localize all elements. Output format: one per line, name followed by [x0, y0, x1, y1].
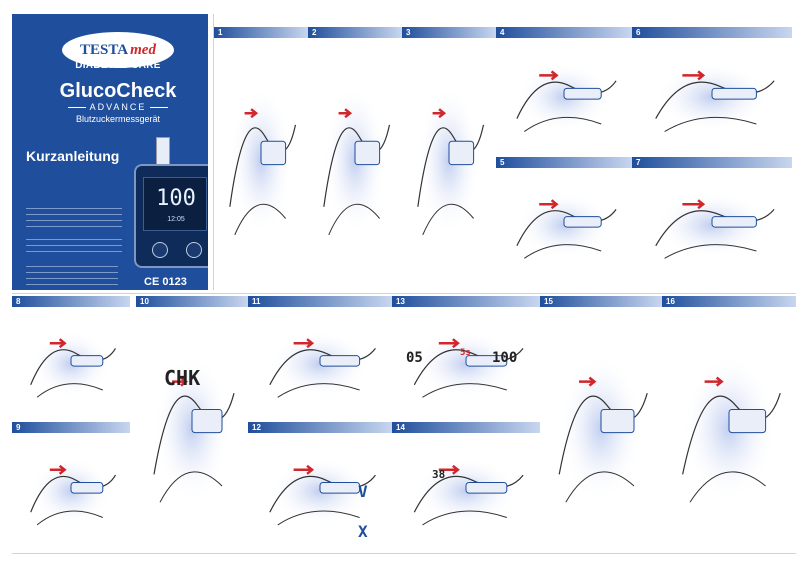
ce-mark: CE 0123: [144, 276, 187, 288]
step-number: 2: [308, 27, 402, 38]
step-illustration: [558, 353, 648, 503]
step-panel-14: 14 38: [392, 422, 540, 550]
brand-line: DIABETES CARE: [75, 60, 161, 71]
step-number: 1: [214, 27, 308, 38]
step-illustration: [30, 330, 117, 398]
step-number: 4: [496, 27, 632, 38]
step-number: 10: [136, 296, 248, 307]
manufacturer-text: [26, 208, 122, 230]
step-illustration: [269, 330, 376, 398]
step-panel-8: 8: [12, 296, 130, 422]
device-type: Blutzuckermessgerät: [75, 114, 161, 124]
step-illustration: [516, 62, 617, 132]
step-illustration: [417, 85, 485, 236]
step-number: 5: [496, 157, 632, 168]
step-number: 15: [540, 296, 662, 307]
step-illustration: [269, 457, 376, 526]
step-number: 13: [392, 296, 540, 307]
step-panel-15: 15: [540, 296, 662, 550]
step-illustration: [655, 62, 775, 132]
step-illustration: [655, 191, 775, 259]
meter-left-button: [152, 242, 168, 258]
chk-display: CHK: [164, 366, 201, 390]
step-illustration: [153, 353, 235, 503]
step-panel-9: 9: [12, 422, 130, 550]
step-panel-1: 1: [214, 27, 308, 283]
step-panel-16: 16: [662, 296, 796, 550]
step-illustration: [413, 457, 524, 526]
step-illustration: [30, 457, 117, 526]
cross-mark: X: [358, 522, 368, 541]
display-100: 100: [492, 350, 518, 366]
divider: [12, 293, 796, 294]
step-number: 6: [632, 27, 792, 38]
timer-display: 5s: [460, 348, 471, 358]
step-illustration: [229, 85, 297, 236]
step-illustration: [682, 353, 781, 503]
step-number: 12: [248, 422, 392, 433]
hotline-text: [26, 239, 122, 253]
divider: [213, 14, 214, 290]
check-mark: V: [358, 482, 368, 501]
step-panel-11: 11: [248, 296, 392, 422]
step-number: 3: [402, 27, 496, 38]
address-text: [26, 266, 118, 286]
step-panel-2: 2: [308, 27, 402, 283]
page-title: Kurzanleitung: [26, 148, 120, 164]
step-illustration: [413, 330, 524, 398]
step-number: 16: [662, 296, 796, 307]
step-panel-4: 4: [496, 27, 632, 157]
step-number: 7: [632, 157, 792, 168]
step-panel-3: 3: [402, 27, 496, 283]
step-number: 11: [248, 296, 392, 307]
step-number: 8: [12, 296, 130, 307]
step-panel-6: 6: [632, 27, 792, 157]
step-illustration: [323, 85, 391, 236]
display-05: 05: [406, 350, 423, 366]
step-panel-7: 7: [632, 157, 792, 283]
step-panel-13: 13 05 5s 100: [392, 296, 540, 422]
product-variant: ADVANCE: [12, 102, 208, 112]
display-38: 38: [432, 468, 446, 481]
step-number: 14: [392, 422, 540, 433]
meter-display: 100 12:05: [143, 177, 207, 231]
step-number: 9: [12, 422, 130, 433]
step-illustration: [516, 191, 617, 259]
step-panel-5: 5: [496, 157, 632, 283]
product-name: GlucoCheck: [59, 80, 177, 102]
meter-right-button: [186, 242, 202, 258]
divider: [12, 553, 796, 554]
